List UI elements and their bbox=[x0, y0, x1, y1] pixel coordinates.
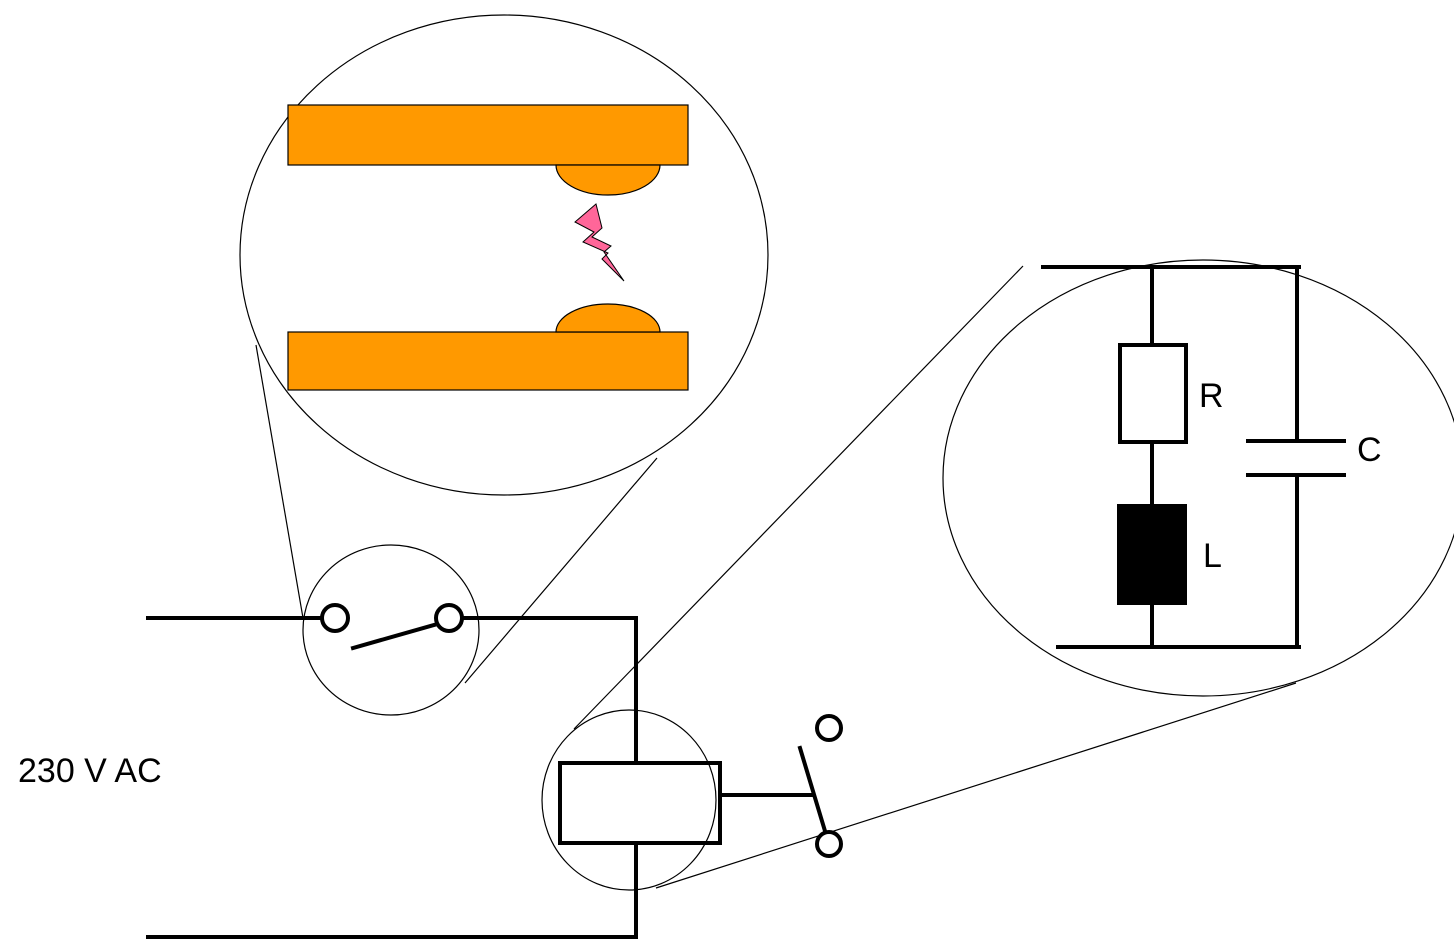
switch-blade bbox=[350, 622, 437, 651]
contact-zoom-circle bbox=[239, 14, 769, 496]
relay-contact-blade bbox=[797, 745, 828, 834]
switch-highlight-circle bbox=[302, 544, 480, 716]
lower-contact-bar bbox=[287, 331, 689, 391]
source-voltage-label: 230 V AC bbox=[18, 752, 162, 790]
inductor bbox=[1117, 504, 1187, 605]
relay-coil bbox=[558, 761, 722, 845]
snubber-zoom-circle bbox=[942, 259, 1454, 697]
switch-terminal-left bbox=[320, 603, 350, 633]
capacitor-label: C bbox=[1357, 431, 1382, 469]
upper-contact-tip bbox=[555, 164, 661, 196]
coil-highlight-circle bbox=[541, 709, 717, 891]
arc-spark-icon bbox=[574, 203, 625, 282]
zoom-guide-line-right bbox=[464, 457, 658, 684]
resistor bbox=[1118, 343, 1188, 444]
main-circuit: 230 V AC bbox=[18, 544, 843, 939]
snubber-guide-line-top bbox=[573, 265, 1024, 730]
zoom-guide-line-left bbox=[255, 344, 304, 619]
resistor-label: R bbox=[1199, 377, 1224, 415]
switch-terminal-right bbox=[434, 603, 464, 633]
inductor-label: L bbox=[1203, 537, 1222, 575]
upper-contact-bar bbox=[287, 104, 689, 166]
contact-zoom-view bbox=[239, 14, 769, 684]
snubber-zoom-view: R L C bbox=[573, 259, 1454, 889]
snubber-guide-line-bottom bbox=[655, 682, 1297, 889]
relay-contact-terminal-top bbox=[815, 714, 843, 742]
lower-contact-tip bbox=[555, 303, 661, 333]
